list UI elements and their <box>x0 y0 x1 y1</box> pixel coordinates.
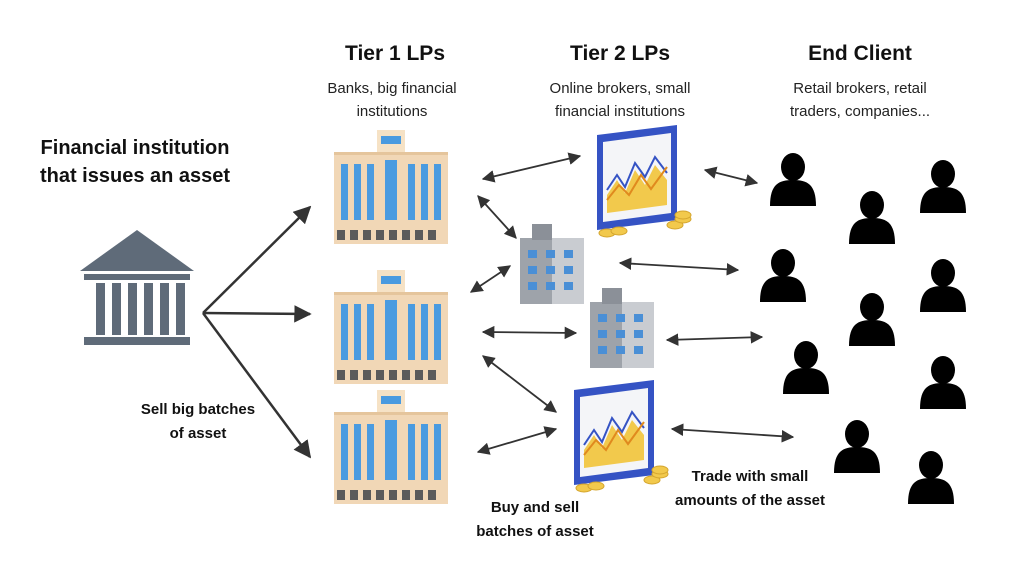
tier2-title: Tier 2 LPs <box>570 42 670 65</box>
tier2-description: Online brokers, small financial institut… <box>515 77 725 123</box>
person-icon <box>849 191 895 244</box>
person-icon <box>920 259 966 312</box>
arrow-t1-t2-b <box>477 195 517 239</box>
arrow-issuer-tier1-mid <box>202 305 312 323</box>
end-client-description-line2: traders, companies... <box>789 103 931 120</box>
person-icon <box>920 356 966 409</box>
bank-icon <box>80 230 194 345</box>
tier2-description-line1: Online brokers, small <box>549 80 691 97</box>
person-icon <box>770 153 816 206</box>
tier1-description-line2: institutions <box>356 103 428 120</box>
office-building-icon-top <box>520 224 584 304</box>
office-building-icon-bottom <box>590 288 654 368</box>
sell-note-line2: of asset <box>169 425 227 442</box>
arrow-issuer-tier1-top <box>202 205 312 314</box>
buy-sell-note: Buy and sell batches of asset <box>455 496 615 544</box>
trade-note: Trade with small amounts of the asset <box>655 465 845 513</box>
arrow-issuer-tier1-bottom <box>201 312 312 459</box>
tier2-description-line2: financial institutions <box>554 103 686 120</box>
end-client-description-line1: Retail brokers, retail <box>793 80 927 97</box>
tier1-bank-building-top <box>334 130 448 244</box>
person-icon <box>908 451 954 504</box>
sell-note: Sell big batches of asset <box>118 398 278 446</box>
tier1-bank-building-bottom <box>334 390 448 504</box>
end-client-title: End Client <box>808 42 912 65</box>
arrow-t2-client-c <box>665 331 764 346</box>
trade-note-line1: Trade with small <box>691 468 809 485</box>
issuer-label-line2: that issues an asset <box>39 165 231 187</box>
trading-monitor-icon-bottom <box>573 379 669 493</box>
tier1-title: Tier 1 LPs <box>345 42 445 65</box>
tier1-description: Banks, big financial institutions <box>292 77 492 123</box>
tier1-description-line1: Banks, big financial <box>327 80 457 97</box>
buy-sell-note-line1: Buy and sell <box>490 499 580 516</box>
person-icon <box>849 293 895 346</box>
arrow-t1-t2-d <box>481 325 578 340</box>
buy-sell-note-line2: batches of asset <box>476 523 594 540</box>
arrow-t1-t2-e <box>482 355 557 413</box>
trading-monitor-icon-top <box>596 124 692 238</box>
person-icon <box>760 249 806 302</box>
issuer-label: Financial institution that issues an ass… <box>10 134 260 190</box>
trade-note-line2: amounts of the asset <box>674 492 826 509</box>
arrow-t1-t2-f <box>476 426 558 455</box>
sell-note-line1: Sell big batches <box>140 401 256 418</box>
tier1-bank-building-middle <box>334 270 448 384</box>
person-icon <box>920 160 966 213</box>
end-client-description: Retail brokers, retail traders, companie… <box>755 77 965 123</box>
issuer-label-line1: Financial institution <box>40 137 230 159</box>
arrow-t1-t2-a <box>481 152 582 183</box>
arrow-t1-t2-c <box>469 265 512 293</box>
arrow-t2-client-b <box>618 257 740 276</box>
arrow-t2-client-a <box>703 166 759 187</box>
person-icon <box>783 341 829 394</box>
arrow-t2-client-d <box>670 423 795 443</box>
